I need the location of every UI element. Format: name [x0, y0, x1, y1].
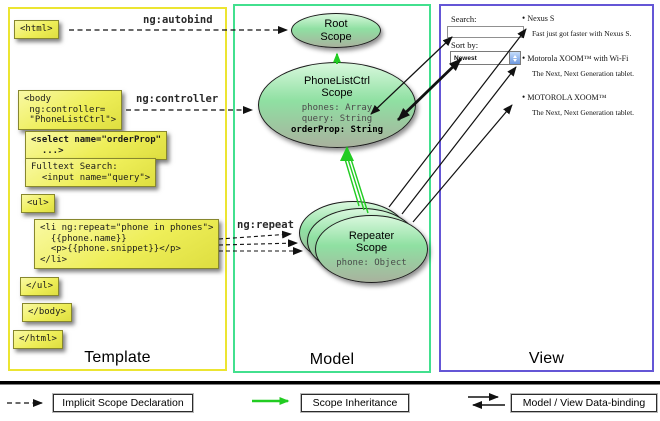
- view-item-desc: Fast just got faster with Nexus S.: [532, 29, 632, 38]
- search-input[interactable]: [447, 26, 524, 38]
- phonelistctrl-scope-label: PhoneListCtrl Scope: [303, 74, 371, 100]
- root-scope-label: Root Scope: [320, 18, 352, 43]
- legend-scope-inheritance-box: Scope Inheritance: [301, 394, 409, 412]
- body-close-tag-box: </body>: [22, 303, 72, 322]
- phonelistctrl-scope-props: phones: Array query: String orderProp: S…: [291, 103, 383, 136]
- ul-open-tag-box: <ul>: [21, 194, 55, 213]
- view-item-nexus: Nexus S Fast just got faster with Nexus …: [522, 13, 660, 38]
- view-item-desc: The Next, Next Generation tablet.: [532, 108, 635, 117]
- ng-repeat-label: ng:repeat: [237, 219, 294, 231]
- sort-select-value: Newest: [454, 54, 477, 62]
- root-scope-ellipse: Root Scope: [291, 13, 381, 48]
- repeater-scope-props: phone: Object: [336, 257, 407, 268]
- body-open-tag-box: <body ng:controller= "PhoneListCtrl">: [18, 90, 123, 130]
- legend-binding-arrows: [468, 393, 505, 409]
- sort-select[interactable]: Newest: [450, 51, 521, 65]
- template-column-label: Template: [84, 349, 151, 366]
- view-item-title: Motorola XOOM™ with Wi-Fi: [522, 53, 660, 63]
- view-item-desc: The Next, Next Generation tablet.: [532, 69, 635, 78]
- legend-data-binding-box: Model / View Data-binding: [511, 394, 657, 412]
- legend-divider: [0, 381, 660, 385]
- select-tag-box: <select name="orderProp" ...>: [25, 131, 168, 160]
- ng-controller-label: ng:controller: [136, 93, 219, 105]
- html-close-tag-box: </html>: [13, 330, 63, 349]
- search-label: Search:: [451, 14, 477, 24]
- prop-query: query: String: [301, 113, 373, 124]
- model-column: Model: [233, 4, 431, 373]
- ng-autobind-label: ng:autobind: [143, 14, 213, 26]
- legend-implicit-scope-box: Implicit Scope Declaration: [53, 394, 193, 412]
- model-column-label: Model: [309, 351, 355, 368]
- phonelistctrl-scope-ellipse: PhoneListCtrl Scope phones: Array query:…: [258, 62, 416, 148]
- html-open-tag-box: <html>: [14, 20, 59, 39]
- li-repeat-box: <li ng:repeat="phone in phones"> {{phone…: [34, 219, 220, 269]
- fulltext-search-box: Fulltext Search: <input name="query">: [25, 158, 157, 187]
- view-item-title: MOTOROLA XOOM™: [522, 92, 660, 102]
- select-stepper-icon: [509, 52, 520, 64]
- repeater-scope-label: Repeater Scope: [348, 229, 395, 255]
- sort-by-label: Sort by:: [451, 40, 479, 50]
- view-item-xoom: MOTOROLA XOOM™ The Next, Next Generation…: [522, 92, 660, 117]
- view-item-title: Nexus S: [522, 13, 660, 23]
- repeater-scope-ellipse: Repeater Scope phone: Object: [315, 215, 428, 283]
- ul-close-tag-box: </ul>: [20, 277, 60, 296]
- prop-orderprop: orderProp: String: [290, 124, 384, 135]
- prop-phones: phones: Array: [301, 102, 373, 113]
- view-column-label: View: [528, 350, 565, 367]
- view-item-xoom-wifi: Motorola XOOM™ with Wi-Fi The Next, Next…: [522, 53, 660, 78]
